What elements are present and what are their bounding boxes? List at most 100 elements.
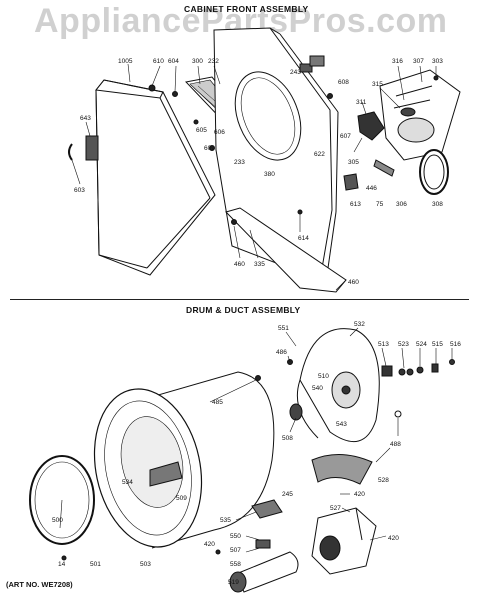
part-label-604: 604 (168, 58, 179, 65)
part-label-528: 528 (378, 477, 389, 484)
part-label-622: 622 (314, 151, 325, 158)
part-label-513: 513 (378, 341, 389, 348)
bracket-243 (299, 63, 313, 73)
part-label-613: 613 (350, 201, 361, 208)
part-label-523: 523 (398, 341, 409, 348)
screw-460 (231, 219, 237, 225)
bearing-523a (398, 368, 406, 376)
part-label-303: 303 (432, 58, 443, 65)
part-label-308: 308 (432, 201, 443, 208)
part-label-335: 335 (254, 261, 265, 268)
cabinet-section-title: CABINET FRONT ASSEMBLY (184, 4, 309, 14)
handle-part (68, 143, 73, 161)
part-label-420a: 420 (354, 491, 365, 498)
leader-lines (59, 63, 453, 553)
section-divider (10, 299, 469, 300)
part-label-300: 300 (192, 58, 203, 65)
screw-605 (193, 119, 199, 125)
art-number: (ART NO. WE7208) (6, 580, 73, 589)
part-label-307: 307 (413, 58, 424, 65)
part-label-420b: 420 (204, 541, 215, 548)
part-label-519: 519 (228, 579, 239, 586)
motor-bracket-part (251, 499, 283, 519)
part-label-486: 486 (276, 349, 287, 356)
clip-515 (431, 363, 439, 373)
part-label-233: 233 (234, 159, 245, 166)
part-label-315: 315 (372, 81, 383, 88)
screw-604 (172, 91, 178, 97)
part-label-488: 488 (390, 441, 401, 448)
part-label-420c: 420 (388, 535, 399, 542)
blower-housing-part (311, 507, 377, 575)
part-label-446: 446 (366, 185, 377, 192)
part-label-540: 540 (312, 385, 323, 392)
part-label-516: 516 (450, 341, 461, 348)
screw-608 (327, 93, 333, 99)
bottom-rail-part (225, 207, 347, 293)
drum-section-title: DRUM & DUCT ASSEMBLY (186, 305, 301, 315)
part-label-503: 503 (140, 561, 151, 568)
part-label-524: 524 (416, 341, 427, 348)
front-seal-inner (34, 461, 90, 539)
part-label-605: 605 (196, 127, 207, 134)
part-label-245: 245 (282, 491, 293, 498)
bearing-523b (406, 368, 414, 376)
part-label-607: 607 (340, 133, 351, 140)
part-label-1005: 1005 (118, 58, 133, 65)
rear-bulkhead-part (296, 328, 380, 442)
part-label-551: 551 (278, 325, 289, 332)
part-label-14: 14 (58, 561, 66, 568)
latch-part (343, 173, 359, 191)
part-label-501: 501 (90, 561, 101, 568)
switch-558 (255, 539, 271, 549)
part-label-485: 485 (212, 399, 223, 406)
screw-614 (297, 209, 303, 215)
screw-516 (449, 359, 455, 365)
door-seal-part (419, 149, 449, 195)
front-panel-part (95, 79, 216, 276)
part-label-609: 609 (204, 145, 215, 152)
screw-303 (433, 75, 439, 81)
part-label-515: 515 (432, 341, 443, 348)
part-label-316: 316 (392, 58, 403, 65)
part-label-643: 643 (80, 115, 91, 122)
part-label-380: 380 (264, 171, 275, 178)
drum-baffle (149, 461, 183, 487)
part-label-232: 232 (208, 58, 219, 65)
part-label-509: 509 (176, 495, 187, 502)
duct-housing-part (379, 69, 461, 161)
washer-488 (394, 410, 402, 418)
part-label-243: 243 (290, 69, 301, 76)
part-label-608: 608 (338, 79, 349, 86)
screw-610 (148, 84, 156, 92)
part-label-500: 500 (52, 517, 63, 524)
part-label-460a: 460 (234, 261, 245, 268)
door-seal-inner (423, 154, 445, 190)
grille-part (85, 135, 99, 161)
part-label-606: 606 (214, 129, 225, 136)
screw-420 (215, 549, 221, 555)
part-label-305: 305 (348, 159, 359, 166)
screw-609 (209, 145, 215, 151)
part-label-614: 614 (298, 235, 309, 242)
pulley-part (289, 403, 303, 421)
part-label-311: 311 (356, 99, 367, 106)
bearing-housing-513 (381, 365, 393, 377)
part-label-534: 534 (122, 479, 133, 486)
part-label-550: 550 (230, 533, 241, 540)
part-label-543: 543 (336, 421, 347, 428)
part-label-507: 507 (230, 547, 241, 554)
part-label-306: 306 (396, 201, 407, 208)
motor-part (229, 551, 299, 593)
heater-duct-part (311, 454, 373, 485)
screw-485 (255, 375, 261, 381)
part-label-603: 603 (74, 187, 85, 194)
part-label-558: 558 (230, 561, 241, 568)
part-label-535: 535 (220, 517, 231, 524)
bracket-top (309, 55, 325, 67)
switch-box-part (357, 111, 385, 141)
part-label-75: 75 (376, 201, 384, 208)
screw-14 (61, 555, 67, 561)
